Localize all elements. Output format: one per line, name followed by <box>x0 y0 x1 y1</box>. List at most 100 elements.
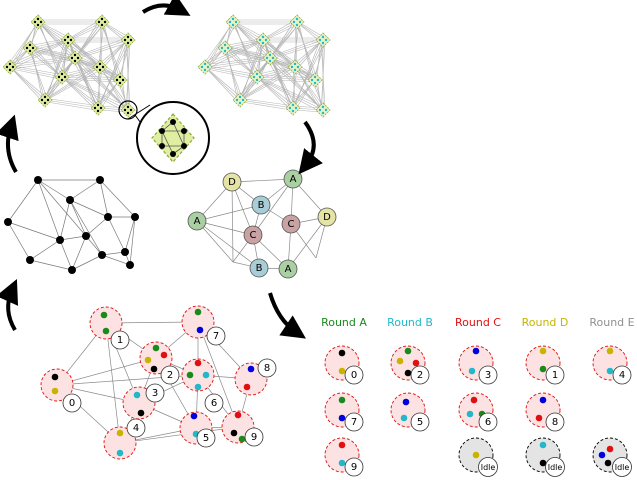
cell-label: 6 <box>485 417 491 428</box>
cell-badge <box>545 365 565 385</box>
labeled-node-text: D <box>228 177 236 188</box>
labeled-node <box>281 214 301 234</box>
cluster-dot <box>202 371 210 379</box>
round-header-b: Round B <box>387 316 433 329</box>
mesh-cluster-node <box>285 100 301 116</box>
mesh-cluster-node <box>315 102 331 118</box>
mesh-cluster-node <box>287 59 303 75</box>
cluster-dot <box>194 308 202 316</box>
mesh-cluster-node <box>249 69 265 85</box>
cluster-badge <box>244 427 264 447</box>
cell-dot <box>606 347 614 355</box>
round-header-a: Round A <box>321 316 367 329</box>
mesh-cluster-node <box>255 32 271 48</box>
labeled-node <box>317 207 337 227</box>
cluster-dot <box>152 344 160 352</box>
cluster-dot <box>194 383 202 391</box>
cluster-dot <box>238 435 246 443</box>
cluster-dot <box>137 409 145 417</box>
cell-dot <box>404 369 412 377</box>
cluster-label: 8 <box>264 363 270 374</box>
cluster-dot <box>144 356 152 364</box>
cell-dot <box>402 398 410 406</box>
cluster-badge <box>257 358 277 378</box>
graph-node <box>104 213 112 221</box>
cell-dot <box>404 347 412 355</box>
cell-label: 1 <box>552 370 558 381</box>
labeled-node-text: B <box>258 200 265 211</box>
labeled-node <box>249 258 269 278</box>
cell-badge <box>478 412 498 432</box>
round-header-e: Round E <box>589 316 634 329</box>
cluster-label: 3 <box>152 388 158 399</box>
labeled-node-text: B <box>256 263 263 274</box>
mesh-cluster-node <box>90 100 106 116</box>
cell-dot <box>470 396 478 404</box>
cell-dot <box>539 441 547 449</box>
cluster-badge <box>206 326 226 346</box>
cell-dot <box>472 451 480 459</box>
cell-badge <box>478 457 498 477</box>
mesh-cluster-node <box>94 14 110 30</box>
labeled-node-text: C <box>288 219 295 230</box>
cell-dot <box>539 347 547 355</box>
cluster-dot <box>133 391 141 399</box>
cell-dot <box>338 441 346 449</box>
cell-dot <box>535 414 543 422</box>
labeled-node-text: A <box>194 216 201 227</box>
mesh-cluster-node <box>217 40 233 56</box>
mesh-cluster-node <box>22 40 38 56</box>
cluster-dot <box>247 365 255 373</box>
graph-node <box>98 251 106 259</box>
cluster-dot <box>51 373 59 381</box>
labeled-node <box>222 172 242 192</box>
cell-label: 4 <box>619 370 625 381</box>
cell-label: 2 <box>417 370 423 381</box>
cluster-dot <box>196 326 204 334</box>
cell-dot <box>606 367 614 375</box>
labeled-node-text: D <box>323 212 331 223</box>
cell-badge <box>410 412 430 432</box>
arrow-left-upper <box>0 114 19 174</box>
cluster-label: 0 <box>69 398 75 409</box>
cell-dot <box>472 347 480 355</box>
cell-dot <box>606 445 614 453</box>
graph-node <box>34 176 42 184</box>
cell-dot <box>338 459 346 467</box>
cell-label: Idle <box>615 463 630 472</box>
cell-label: 9 <box>351 462 357 473</box>
cell-badge <box>545 412 565 432</box>
mesh-cluster-node <box>315 32 331 48</box>
cluster-dot <box>190 412 198 420</box>
cluster-dot <box>116 429 124 437</box>
arrow-right <box>298 120 323 175</box>
labeled-node <box>283 169 303 189</box>
cell-dot <box>338 396 346 404</box>
cluster-dot <box>194 359 202 367</box>
arrow-top <box>141 0 191 16</box>
labeled-node-text: C <box>250 230 257 241</box>
cluster-circle <box>139 341 173 375</box>
cluster-label: 7 <box>213 331 219 342</box>
mesh-cluster-node <box>112 72 128 88</box>
cell-dot <box>466 410 474 418</box>
cluster-circle <box>40 368 74 402</box>
cluster-circle <box>181 358 215 392</box>
round-header-c: Round C <box>455 316 501 329</box>
colored-mesh-graph <box>197 14 331 118</box>
cluster-label: 6 <box>211 398 217 409</box>
graph-node <box>96 176 104 184</box>
cell-badge <box>410 365 430 385</box>
cell-dot <box>539 396 547 404</box>
mesh-cluster-node <box>307 72 323 88</box>
cluster-circle <box>181 305 215 339</box>
mesh-cluster-node <box>30 14 46 30</box>
round-header-d: Round D <box>522 316 569 329</box>
cell-dot <box>539 459 547 467</box>
cell-dot <box>468 367 476 375</box>
graph-node <box>121 248 129 256</box>
